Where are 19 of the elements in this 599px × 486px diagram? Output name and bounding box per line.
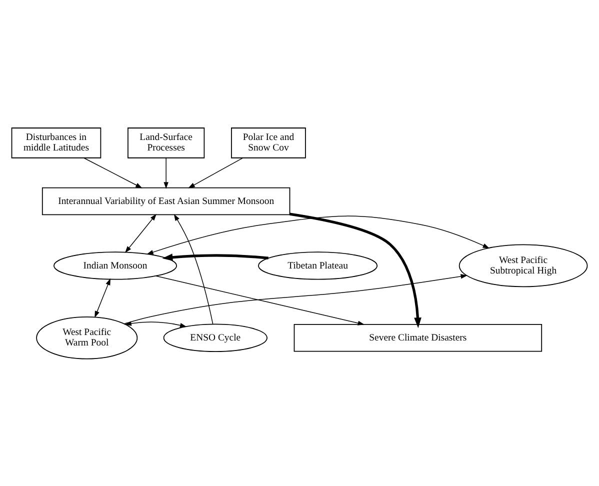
arrow [146, 215, 490, 254]
arrow [84, 157, 142, 188]
node-box: Polar Ice and Snow Cov [231, 127, 306, 158]
node-ellipse: Tibetan Plateau [258, 251, 378, 280]
arrow [174, 214, 214, 324]
arrow [164, 157, 168, 188]
arrow [124, 274, 468, 324]
arrow [290, 212, 422, 328]
node-box: Interannual Variability of East Asian Summer Monsoon [42, 186, 290, 215]
arrow [188, 157, 243, 188]
arrow [125, 213, 156, 252]
node-ellipse: West Pacific Warm Pool [36, 316, 138, 359]
node-box: Land-Surface Processes [128, 127, 205, 158]
node-box: Disturbances in middle Latitudes [11, 127, 102, 158]
arrow [94, 278, 110, 318]
node-box: Severe Climate Disasters [294, 323, 542, 352]
arrow [162, 253, 268, 260]
arrow [124, 320, 187, 328]
arrow [156, 275, 365, 325]
